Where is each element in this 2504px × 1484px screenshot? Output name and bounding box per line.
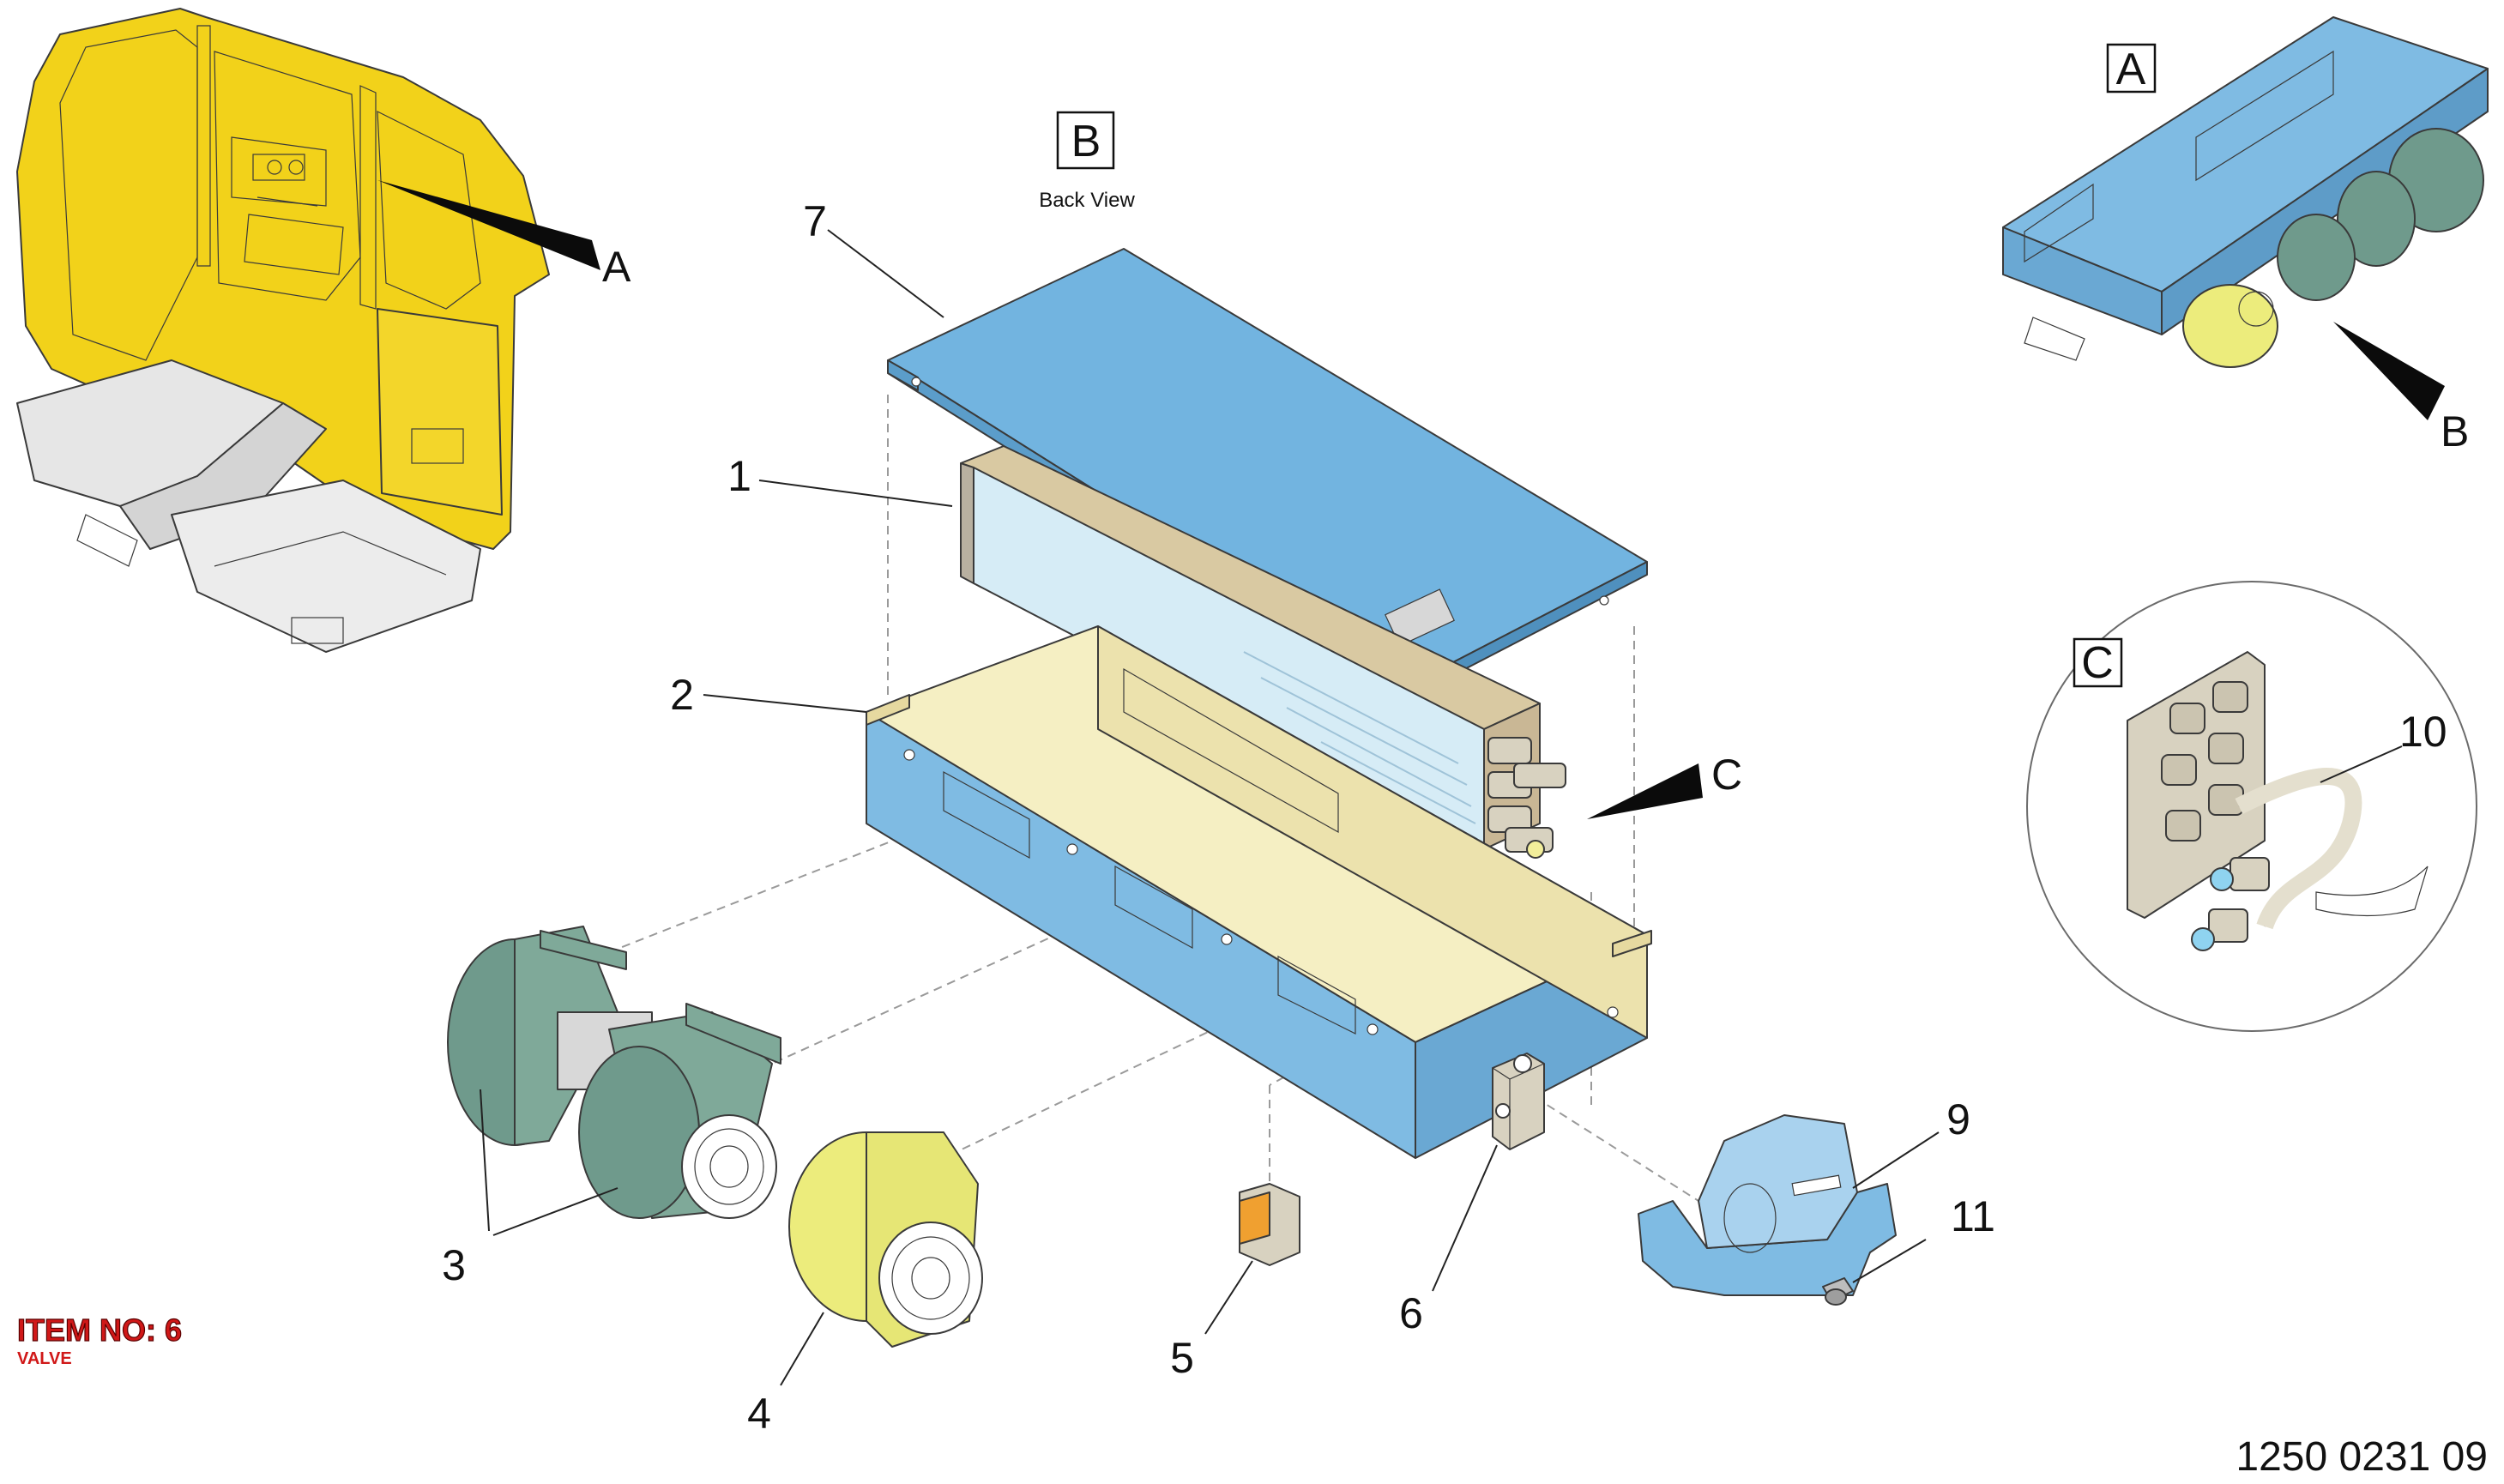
- pointer-a-label: A: [602, 243, 631, 291]
- part-2-housing: [866, 625, 1652, 1159]
- view-b-tag: B: [1071, 117, 1101, 166]
- part-9-bracket: [1638, 1114, 1897, 1296]
- view-b-caption: Back View: [1039, 189, 1135, 212]
- view-b-tag-group: B Back View: [1039, 111, 1135, 212]
- part-4-single-blower: [788, 1131, 983, 1348]
- view-b-box: [1056, 111, 1115, 170]
- view-c-box: [2073, 637, 2123, 688]
- view-c-tag: C: [2081, 638, 2114, 688]
- view-a-tag: A: [2116, 45, 2146, 94]
- callout-4: 4: [747, 1390, 771, 1438]
- callout-2: 2: [670, 671, 694, 719]
- view-a-inset: A: [2002, 16, 2489, 368]
- callout-1: 1: [727, 452, 751, 500]
- pointer-a: A: [377, 180, 631, 291]
- item-number-label: ITEM NO: 6: [17, 1312, 182, 1348]
- pointer-c-label: C: [1711, 751, 1742, 799]
- pointer-b: B: [2333, 322, 2469, 455]
- part-5-relay: [1239, 1183, 1300, 1266]
- cab-overview-illustration: [16, 8, 550, 653]
- callout-leaders: [480, 229, 1940, 1386]
- callout-7: 7: [803, 197, 827, 245]
- callout-11: 11: [1951, 1192, 1995, 1240]
- item-description: VALVE: [17, 1349, 72, 1368]
- view-a-box: [2106, 43, 2157, 94]
- pointer-c: C: [1587, 751, 1742, 819]
- callout-5: 5: [1170, 1334, 1194, 1382]
- callout-3: 3: [442, 1241, 466, 1289]
- callout-9: 9: [1946, 1095, 1970, 1143]
- pointer-b-label: B: [2441, 407, 2469, 455]
- callout-10: 10: [2399, 708, 2447, 756]
- callout-6: 6: [1399, 1289, 1423, 1337]
- document-number: 1250 0231 09: [2235, 1434, 2488, 1480]
- part-11-screw: [1822, 1277, 1854, 1306]
- part-3-twin-blower: [447, 926, 781, 1219]
- view-c-detail: C: [2026, 581, 2477, 1032]
- part-1-heater-core: [960, 445, 1566, 880]
- part-6-valve: [1492, 1053, 1545, 1150]
